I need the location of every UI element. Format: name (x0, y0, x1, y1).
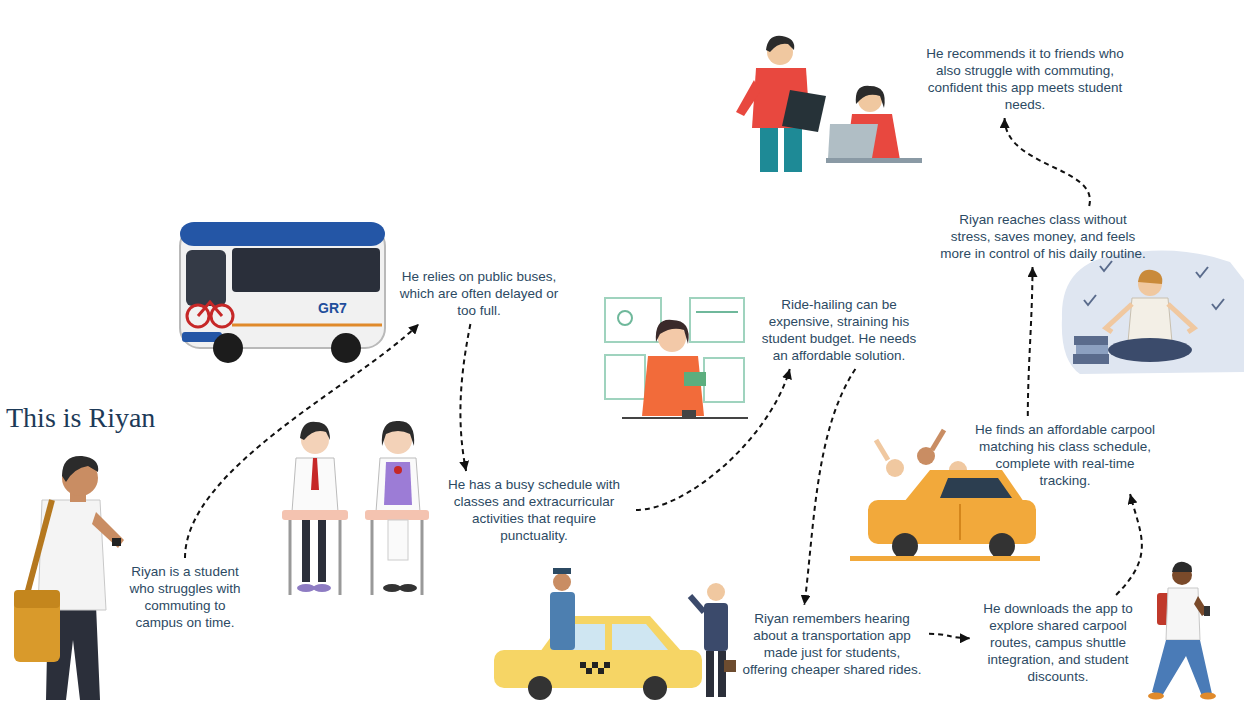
story-step: Riyan is a student who struggles with co… (122, 563, 248, 631)
step-text: He recommends it to friends who also str… (923, 45, 1127, 113)
step-text: He has a busy schedule with classes and … (437, 476, 631, 544)
bus-number: GR7 (318, 300, 347, 316)
story-step: He relies on public buses, which are oft… (393, 268, 565, 319)
step-text: Riyan is a student who struggles with co… (122, 563, 248, 631)
dashed-arrow (1028, 267, 1033, 416)
story-step: He has a busy schedule with classes and … (437, 476, 631, 544)
step-text: He downloads the app to explore shared c… (975, 600, 1141, 685)
step-text: Riyan remembers hearing about a transpor… (740, 610, 924, 678)
step-text: He finds an affordable carpool matching … (972, 421, 1158, 489)
story-step: He downloads the app to explore shared c… (975, 600, 1141, 685)
story-step: He recommends it to friends who also str… (923, 45, 1127, 113)
story-step: Ride-hailing can be expensive, straining… (757, 296, 921, 364)
students-illustration (282, 421, 429, 595)
riyan-figure (14, 456, 124, 700)
bus-illustration (180, 222, 385, 363)
dashed-arrow (185, 324, 419, 558)
step-text: He relies on public buses, which are oft… (393, 268, 565, 319)
step-text: Riyan reaches class without stress, save… (938, 211, 1148, 262)
taxi-illustration (494, 568, 736, 700)
story-title: This is Riyan (6, 402, 155, 434)
story-step: Riyan remembers hearing about a transpor… (740, 610, 924, 678)
dashed-arrow (1116, 494, 1142, 595)
calm-illustration (1062, 250, 1244, 374)
step-text: Ride-hailing can be expensive, straining… (757, 296, 921, 364)
dashed-arrow (1005, 118, 1090, 206)
walking-student (1148, 562, 1216, 700)
budget-illustration (605, 298, 748, 418)
dashed-arrow (636, 369, 790, 510)
dashed-arrow (804, 369, 855, 605)
dashed-arrow (460, 324, 470, 471)
dashed-arrow (929, 634, 970, 638)
friends-illustration (736, 36, 922, 172)
story-step: He finds an affordable carpool matching … (972, 421, 1158, 489)
story-step: Riyan reaches class without stress, save… (938, 211, 1148, 262)
